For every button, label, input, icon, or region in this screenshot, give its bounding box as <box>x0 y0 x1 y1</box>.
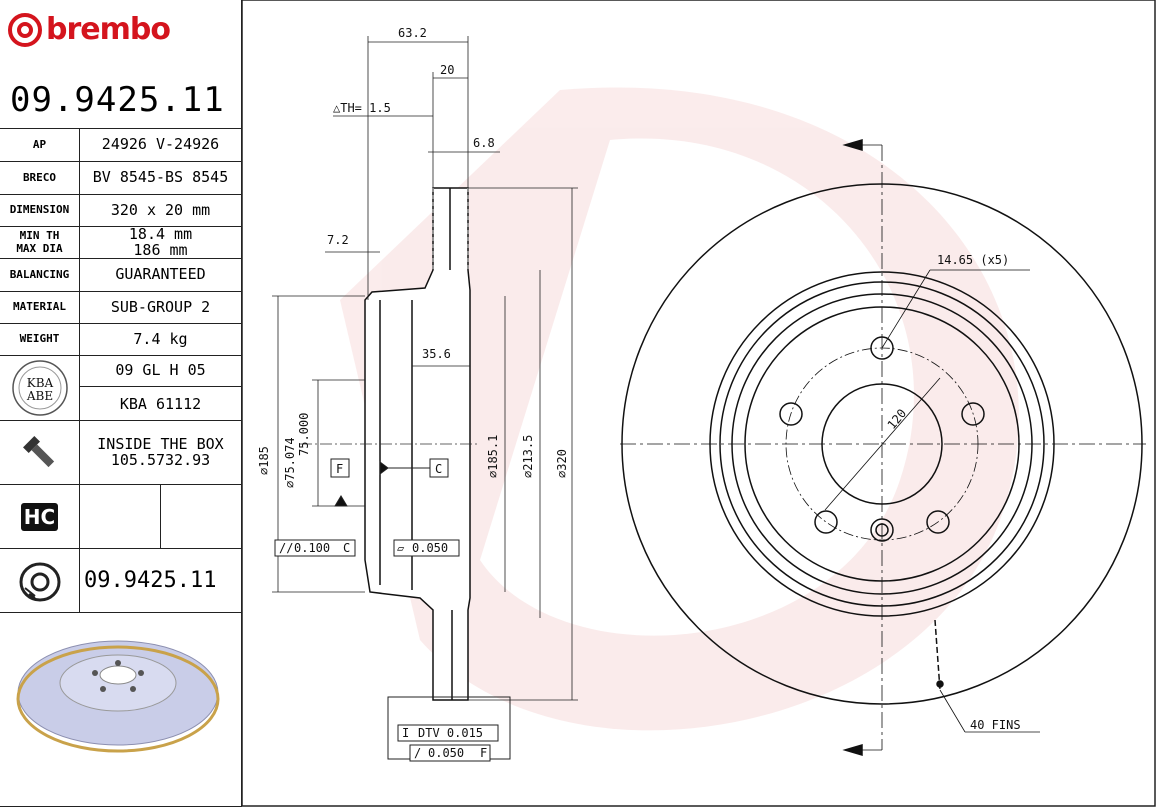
svg-text:C: C <box>343 541 350 555</box>
svg-text:/: / <box>414 746 421 760</box>
spec-label: DIMENSION <box>0 195 80 226</box>
spec-row-breco: BRECO BV 8545-BS 8545 <box>0 161 241 194</box>
spec-value: BV 8545-BS 8545 <box>92 168 229 187</box>
section-view <box>300 187 480 701</box>
inside-box-label: INSIDE THE BOX <box>97 434 224 453</box>
svg-text:7.2: 7.2 <box>327 233 349 247</box>
svg-text:20: 20 <box>440 63 454 77</box>
spec-row-dimension: DIMENSION 320 x 20 mm <box>0 194 241 226</box>
spec-value: 18.4 mm 186 mm <box>128 224 193 259</box>
svg-text:ABE: ABE <box>25 389 52 403</box>
part-row: 09.9425.11 <box>0 548 241 612</box>
spec-label: MATERIAL <box>0 292 80 323</box>
spec-row-weight: WEIGHT 7.4 kg <box>0 323 241 355</box>
svg-text:I: I <box>402 726 409 740</box>
fins-label: 40 FINS <box>970 718 1021 732</box>
disc-photo <box>0 612 241 806</box>
hole-label: 14.65 (x5) <box>937 253 1009 267</box>
svg-text:▱: ▱ <box>397 541 405 555</box>
spec-label: BRECO <box>0 162 80 194</box>
brembo-mark-icon <box>8 12 42 47</box>
kba-number: KBA 61112 <box>119 394 202 413</box>
spec-row-ap: AP 24926 V-24926 <box>0 128 241 161</box>
svg-text:0.100: 0.100 <box>294 541 330 555</box>
spec-value: 24926 V-24926 <box>101 135 220 154</box>
disc-icon <box>0 549 80 612</box>
brembo-watermark <box>340 87 1019 731</box>
svg-text:⌀185: ⌀185 <box>257 446 271 475</box>
spec-label: WEIGHT <box>0 324 80 355</box>
spec-label: BALANCING <box>0 259 80 291</box>
svg-text:⌀213.5: ⌀213.5 <box>521 435 535 478</box>
hc-row: HC <box>0 484 241 548</box>
part-number-bottom: 09.9425.11 <box>84 567 217 593</box>
svg-text:⌀185.1: ⌀185.1 <box>486 435 500 478</box>
svg-text:0.050: 0.050 <box>412 541 448 555</box>
svg-text:75.000: 75.000 <box>297 413 311 456</box>
svg-text:F: F <box>336 462 343 476</box>
hc-icon: HC <box>0 485 80 548</box>
inside-box-part: 105.5732.93 <box>110 450 211 469</box>
technical-drawing: 63.2 20 △TH= 1.5 6.8 7.2 35.6 ⌀185 ⌀75.0… <box>242 0 1156 807</box>
spec-value: 7.4 kg <box>133 329 188 348</box>
spec-value: GUARANTEED <box>115 265 206 284</box>
svg-text:△TH= 1.5: △TH= 1.5 <box>333 101 391 115</box>
svg-text:C: C <box>435 462 442 476</box>
svg-text:⌀75.074: ⌀75.074 <box>283 437 297 488</box>
part-number: 09.9425.11 <box>10 80 225 120</box>
spec-row-min-th: MIN TH MAX DIA 18.4 mm 186 mm <box>0 226 241 258</box>
bolt-icon <box>0 421 80 484</box>
spec-label: MIN TH MAX DIA <box>0 227 80 258</box>
spec-row-balancing: BALANCING GUARANTEED <box>0 258 241 291</box>
svg-text:⌀320: ⌀320 <box>555 449 569 478</box>
svg-text:35.6: 35.6 <box>422 347 451 361</box>
brembo-logo: brembo <box>8 12 171 47</box>
svg-text:F: F <box>480 746 487 760</box>
spec-value: SUB-GROUP 2 <box>110 297 211 316</box>
svg-text:63.2: 63.2 <box>398 26 427 40</box>
spec-value: 320 x 20 mm <box>110 200 211 219</box>
kba-approval: 09 GL H 05 <box>80 356 241 387</box>
svg-text:6.8: 6.8 <box>473 136 495 150</box>
dimension-lines <box>272 36 578 701</box>
brand-name: brembo <box>46 12 171 47</box>
svg-text:0.050: 0.050 <box>428 746 464 760</box>
spec-label: AP <box>0 129 80 161</box>
svg-text:DTV 0.015: DTV 0.015 <box>418 726 483 740</box>
svg-text:KBA: KBA <box>26 376 53 390</box>
front-view <box>620 138 1146 757</box>
dimension-labels: 63.2 20 △TH= 1.5 6.8 7.2 35.6 ⌀185 ⌀75.0… <box>257 26 569 488</box>
svg-text://: // <box>279 541 293 555</box>
spec-row-material: MATERIAL SUB-GROUP 2 <box>0 291 241 323</box>
